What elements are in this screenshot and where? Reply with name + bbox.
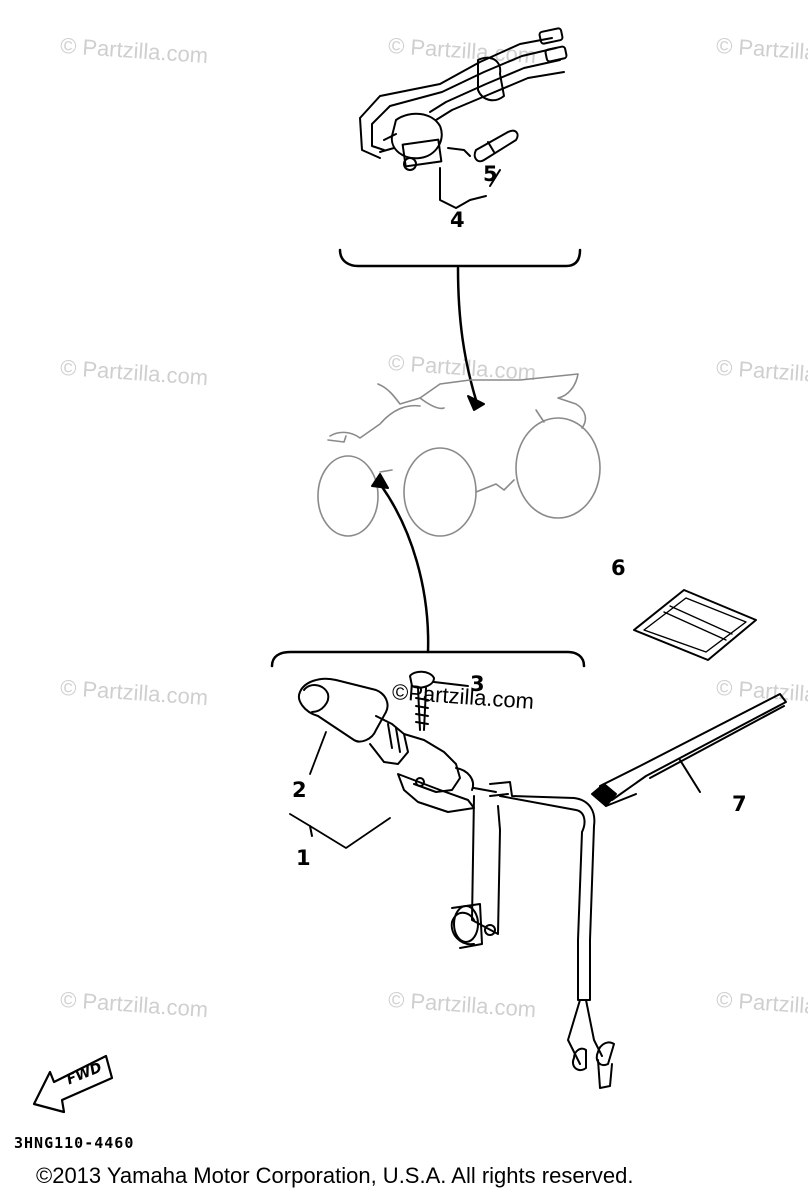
group-bracket-top: [338, 248, 582, 268]
leader-line-1: [289, 813, 391, 849]
callout-3: 3: [470, 672, 485, 696]
callout-2: 2: [292, 778, 307, 802]
lever-assembly: [450, 781, 615, 1089]
group-bracket-bottom: [270, 650, 586, 668]
part-7-cable-tie: [591, 693, 787, 807]
leader-line-2: [309, 731, 327, 775]
fwd-arrow-icon: [32, 1054, 114, 1114]
pointer-line-bottom: [378, 482, 430, 654]
part-4-wire-lead: [359, 27, 568, 209]
part-code: 3HNG110-4460: [14, 1134, 135, 1152]
part-3-screw: [409, 670, 469, 731]
copyright-text: ©2013 Yamaha Motor Corporation, U.S.A. A…: [36, 1163, 634, 1188]
callout-5: 5: [483, 162, 498, 186]
callout-6: 6: [611, 556, 626, 580]
callout-7: 7: [732, 792, 747, 816]
atv-silhouette: [317, 373, 601, 537]
part-2-switch-body: [298, 677, 497, 813]
pointer-line-top: [456, 266, 478, 402]
callout-1: 1: [296, 846, 311, 870]
part-6-pad: [633, 589, 757, 661]
callout-4: 4: [450, 208, 465, 232]
